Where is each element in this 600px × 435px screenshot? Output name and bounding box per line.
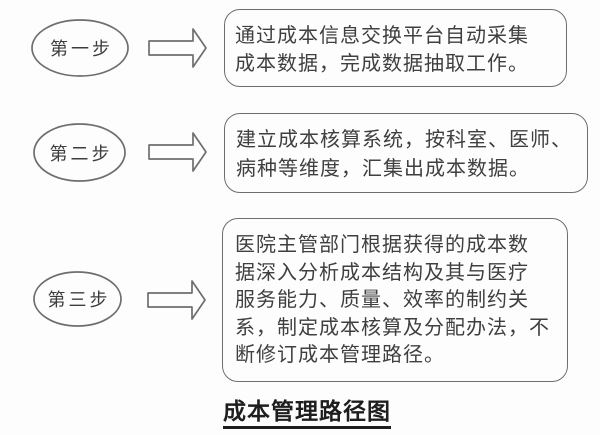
step-1-description-box: 通过成本信息交换平台自动采集 成本数据，完成数据抽取工作。	[224, 9, 567, 87]
step-1-ellipse: 第一步	[30, 18, 130, 78]
step-2-label: 第二步	[49, 143, 113, 165]
ellipse-shape	[31, 19, 129, 77]
right-arrow-icon	[148, 28, 208, 72]
step-3-ellipse: 第三步	[32, 270, 123, 328]
right-arrow-icon	[147, 280, 207, 324]
step-2-description-box: 建立成本核算系统，按科室、医师、 病种等维度，汇集出成本数据。	[224, 113, 588, 193]
diagram-caption: 成本管理路径图	[223, 399, 391, 430]
right-arrow-icon	[148, 132, 208, 176]
step-3-label: 第三步	[47, 290, 111, 311]
step-3-description-box: 医院主管部门根据获得的成本数 据深入分析成本结构及其与医疗 服务能力、质量、效率…	[222, 218, 568, 382]
ellipse-shape	[33, 271, 122, 327]
step-2-ellipse: 第二步	[32, 122, 127, 183]
ellipse-shape	[33, 123, 126, 182]
step-1-label: 第一步	[50, 39, 113, 60]
